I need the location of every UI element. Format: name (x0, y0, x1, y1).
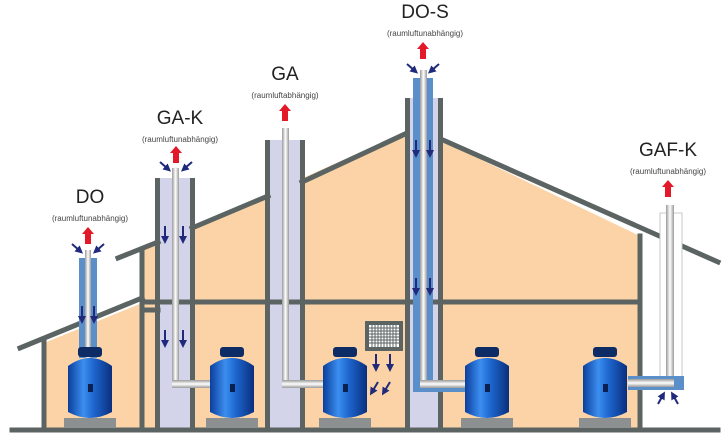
exhaust-arrow-icon (417, 42, 429, 59)
system-name: GA-K (157, 108, 204, 129)
system-note: (raumluftunabhängig) (142, 135, 218, 144)
system-name: GAF-K (639, 140, 697, 161)
intake-arrow-icon (92, 243, 105, 254)
flue-do (79, 250, 97, 358)
label-do-s: DO-S (raumluftunabhängig) (387, 2, 463, 38)
system-note: (raumluftabhängig) (251, 91, 318, 100)
exhaust-arrow-icon (82, 227, 94, 244)
label-ga: GA (raumluftabhängig) (251, 64, 318, 100)
system-note: (raumluftunabhängig) (52, 214, 128, 223)
boiler (206, 347, 258, 428)
boiler (461, 347, 513, 428)
intake-arrow-icon (657, 391, 665, 405)
label-ga-k: GA-K (raumluftunabhängig) (142, 108, 218, 144)
exhaust-arrow-icon (170, 146, 182, 163)
label-gaf-k: GAF-K (raumluftunabhängig) (630, 140, 706, 176)
intake-arrow-icon (381, 381, 391, 396)
system-note: (raumluftunabhängig) (387, 29, 463, 38)
flue-pipe-gaf-k (628, 205, 684, 390)
exhaust-arrow-icon (662, 180, 674, 197)
flue-pipe-ga (282, 128, 332, 388)
label-do: DO (raumluftunabhängig) (52, 187, 128, 223)
boiler (579, 347, 631, 428)
intake-arrow-icon (159, 161, 172, 172)
intake-arrow-icon (671, 391, 679, 405)
boiler (64, 347, 116, 428)
house-structure (9, 130, 722, 433)
intake-arrow-icon (180, 161, 193, 172)
intake-arrow-icon (406, 63, 419, 74)
exhaust-arrow-icon (279, 104, 291, 121)
air-vent-grille (365, 321, 403, 351)
flue-pipe-ga-k (172, 168, 222, 388)
intake-arrow-icon (71, 243, 84, 254)
system-note: (raumluftunabhängig) (630, 167, 706, 176)
intake-arrow-icon (427, 63, 440, 74)
system-name: GA (271, 64, 299, 85)
intake-arrow-icon (369, 381, 379, 396)
boiler (319, 347, 371, 428)
system-name: DO-S (401, 2, 449, 23)
system-name: DO (76, 187, 105, 208)
